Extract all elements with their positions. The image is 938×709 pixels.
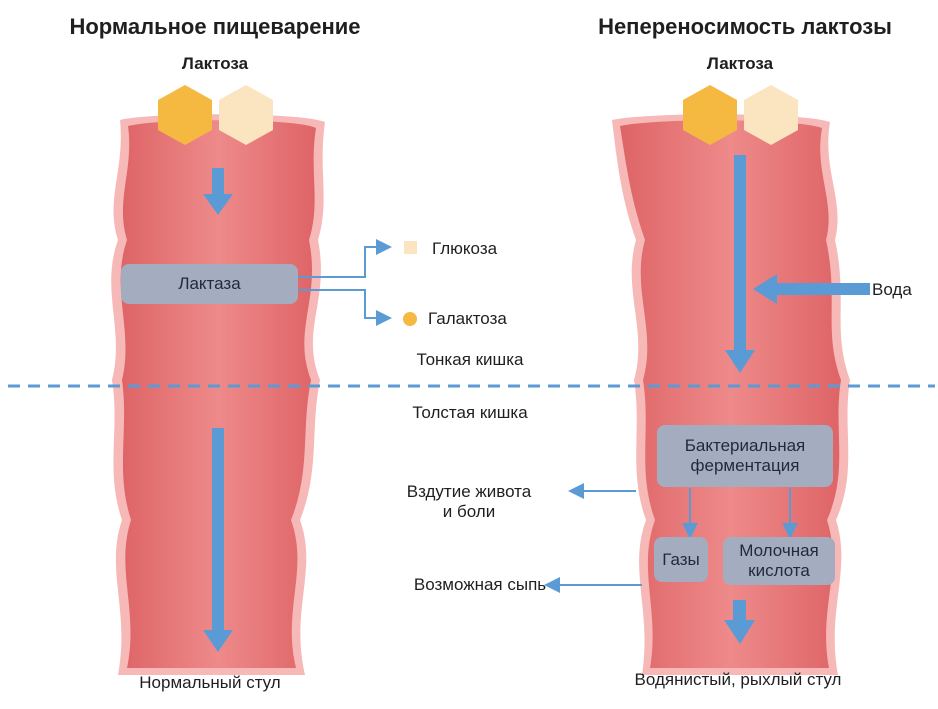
small-intestine-label: Тонкая кишка <box>380 350 560 370</box>
water-label: Вода <box>872 280 932 300</box>
galactose-dot <box>403 312 417 326</box>
fermentation-box: Бактериальная ферментация <box>657 425 833 487</box>
lactic-acid-box: Молочная кислота <box>723 537 835 585</box>
watery-stool-label: Водянистый, рыхлый стул <box>628 670 848 690</box>
normal-title: Нормальное пищеварение <box>40 14 390 40</box>
glucose-square <box>404 241 417 254</box>
bloating-label: Вздутие живота и боли <box>400 482 538 522</box>
intolerance-title: Непереносимость лактозы <box>560 14 930 40</box>
right-intestine <box>612 114 850 675</box>
galactose-label: Галактоза <box>428 309 548 329</box>
lactose-label-left: Лактоза <box>140 54 290 74</box>
lactase-box: Лактаза <box>121 264 298 304</box>
normal-stool-label: Нормальный стул <box>110 673 310 693</box>
rash-label: Возможная сыпь <box>410 575 550 595</box>
glucose-label: Глюкоза <box>432 239 532 259</box>
lactose-label-right: Лактоза <box>665 54 815 74</box>
gases-box: Газы <box>654 537 708 582</box>
large-intestine-label: Толстая кишка <box>380 403 560 423</box>
